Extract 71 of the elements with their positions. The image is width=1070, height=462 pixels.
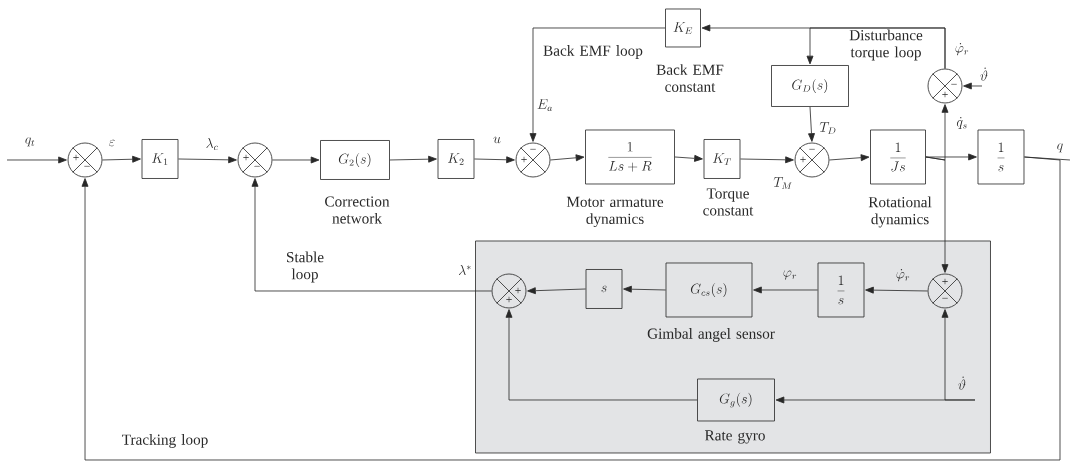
block-caption: Gimbal angel sensor — [647, 328, 775, 342]
signal-label: $\dot{\vartheta}$ — [980, 67, 988, 81]
summing-junction: + − — [67, 142, 103, 178]
signal-label: $\dot{\varphi}_{r}$ — [955, 42, 969, 56]
arrow — [623, 285, 666, 293]
arrow — [529, 27, 666, 142]
transfer-block: $K_{2}$ — [437, 139, 475, 179]
signal-label: $\dot{q}_{s}$ — [956, 116, 967, 129]
transfer-block: $K_{1}$ — [141, 139, 179, 179]
loop-label: Stable loop — [287, 251, 324, 283]
transfer-block: $G_{g}(s)$ — [697, 378, 775, 422]
arrow — [474, 156, 515, 164]
transfer-block: $\frac{1}{Js}$ — [870, 129, 926, 185]
arrow — [963, 82, 983, 90]
signal-label: $\lambda^{*}$ — [458, 265, 471, 275]
block-caption: Motor armature dynamics — [566, 196, 664, 228]
arrow — [178, 156, 237, 164]
transfer-block: $\frac{1}{s}$ — [977, 129, 1025, 185]
block-caption: Rotational dynamics — [868, 196, 932, 228]
arrow — [389, 155, 437, 163]
loop-label: Tracking loop — [122, 434, 208, 448]
summing-junction: + − — [927, 273, 963, 309]
block-caption: Back EMF constant — [656, 64, 724, 92]
arrow — [753, 286, 818, 294]
arrow — [550, 154, 585, 162]
transfer-block: $\frac{1}{s}$ — [817, 262, 865, 318]
arrow — [865, 286, 928, 294]
transfer-block: $K_{E}$ — [665, 8, 701, 48]
summing-junction: + − — [515, 142, 551, 178]
arrow — [251, 178, 492, 292]
block-caption: Torque constant — [703, 188, 754, 216]
loop-label: Back EMF loop — [543, 45, 643, 59]
arrow — [925, 153, 977, 161]
arrow — [102, 155, 141, 163]
signal-label: $u$ — [493, 136, 501, 144]
summing-junction: + − — [794, 142, 830, 178]
signal-label: $\lambda_{c}$ — [206, 138, 218, 150]
block-caption: Correction network — [325, 196, 390, 224]
transfer-block: $G_{cs}(s)$ — [665, 262, 753, 318]
transfer-block: $K_{T}$ — [703, 139, 741, 179]
arrow — [527, 287, 586, 295]
signal-label: $\dot{\varphi}_{r}$ — [896, 268, 910, 282]
signal-label: $q_{t}$ — [25, 137, 35, 147]
signal-label: $\varphi_{r}$ — [783, 270, 797, 280]
signal-label: $\varepsilon$ — [109, 139, 115, 147]
arrow — [272, 156, 320, 164]
arrow — [806, 27, 946, 69]
signal-label: $T_{D}$ — [819, 122, 836, 134]
arrow — [674, 154, 703, 162]
arrow — [808, 106, 815, 142]
arrow — [775, 396, 976, 404]
arrow — [81, 156, 1061, 461]
arrow — [740, 156, 794, 164]
transfer-block: $G_{2}(s)$ — [320, 140, 390, 180]
signal-label: $T_{M}$ — [773, 177, 792, 189]
summing-junction: + − — [237, 142, 273, 178]
signal-label: $\dot{\vartheta}$ — [958, 376, 966, 390]
arrow — [505, 309, 698, 401]
summing-junction: + + — [491, 273, 527, 309]
summing-junction: − + — [927, 68, 963, 104]
shaded-panel — [475, 240, 991, 454]
block-caption: Rate gyro — [705, 430, 765, 444]
transfer-block: $\frac{1}{Ls+R}$ — [585, 129, 675, 185]
loop-label: Disturbance torque loop — [849, 29, 923, 61]
signal-label: $q$ — [1057, 143, 1063, 153]
transfer-block: $G_{D}(s)$ — [771, 65, 849, 107]
transfer-block: $s$ — [585, 269, 623, 309]
arrow — [829, 154, 870, 162]
arrow — [6, 156, 67, 164]
signal-label: $E_{a}$ — [537, 99, 553, 111]
arrow — [925, 156, 949, 273]
